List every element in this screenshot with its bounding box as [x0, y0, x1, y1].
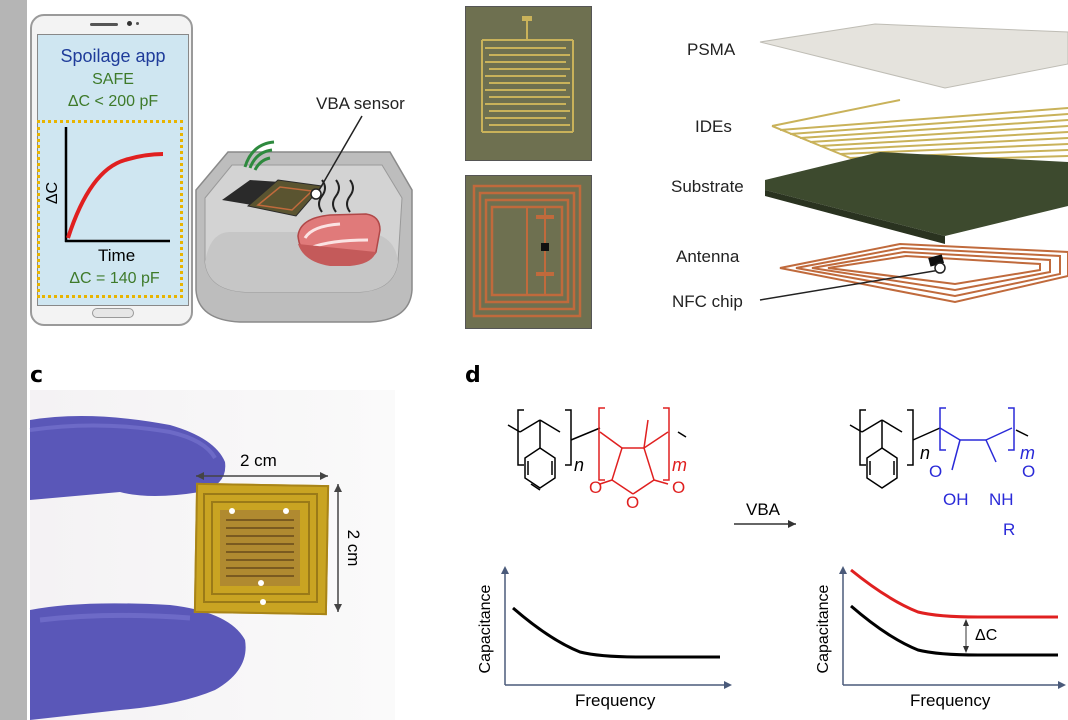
phone-camera-dot	[127, 21, 132, 26]
right-polymer-nh: NH	[989, 490, 1014, 509]
right-polymer-o2: O	[1022, 462, 1036, 481]
antenna-layer	[779, 242, 1068, 304]
left-polymer-o3: O	[672, 478, 686, 497]
app-threshold: ΔC < 200 pF	[67, 93, 159, 110]
right-polymer-oh: OH	[943, 490, 969, 509]
layer-label-nfc-chip: NFC chip	[672, 292, 743, 311]
right-polymer-n: n	[920, 443, 931, 463]
left-curve	[512, 606, 720, 659]
panel-label-c: c	[30, 363, 44, 388]
left-polymer-n: n	[574, 455, 585, 475]
left-polymer-m: m	[672, 455, 687, 475]
app-title: Spoilage app	[60, 46, 166, 66]
right-plot-xlabel: Frequency	[910, 691, 991, 710]
right-polymer-o1: O	[929, 462, 943, 481]
left-plot-ylabel: Capacitance	[477, 584, 494, 674]
app-reading: ΔC = 140 pF	[69, 270, 160, 287]
right-curve-red	[850, 568, 1058, 619]
right-plot-ylabel: Capacitance	[815, 584, 832, 674]
delta-c-label: ΔC	[975, 627, 998, 644]
left-margin-strip	[0, 0, 27, 720]
left-polymer-o1: O	[589, 478, 603, 497]
layer-label-antenna: Antenna	[676, 247, 740, 266]
panel-label-d: d	[465, 363, 481, 388]
substrate-layer	[765, 152, 1068, 236]
right-curve-black	[850, 604, 1058, 657]
vba-sensor-label: VBA sensor	[316, 94, 405, 113]
app-graph-frame	[37, 120, 183, 298]
layer-label-ides: IDEs	[695, 117, 732, 136]
psma-layer	[759, 23, 1068, 89]
width-label: 2 cm	[240, 451, 277, 470]
reaction-label: VBA	[746, 500, 781, 519]
right-polymer-r: R	[1003, 520, 1016, 539]
app-graph-xlabel: Time	[98, 246, 136, 265]
app-status: SAFE	[92, 71, 134, 88]
right-polymer-m: m	[1020, 443, 1035, 463]
layer-label-substrate: Substrate	[671, 177, 744, 196]
phone-speaker	[90, 23, 118, 26]
phone-sensor-dot	[136, 22, 139, 25]
layer-label-psma: PSMA	[687, 40, 736, 59]
phone-home-button	[92, 308, 134, 318]
left-plot-xlabel: Frequency	[575, 691, 656, 710]
left-polymer-o2: O	[626, 493, 640, 512]
